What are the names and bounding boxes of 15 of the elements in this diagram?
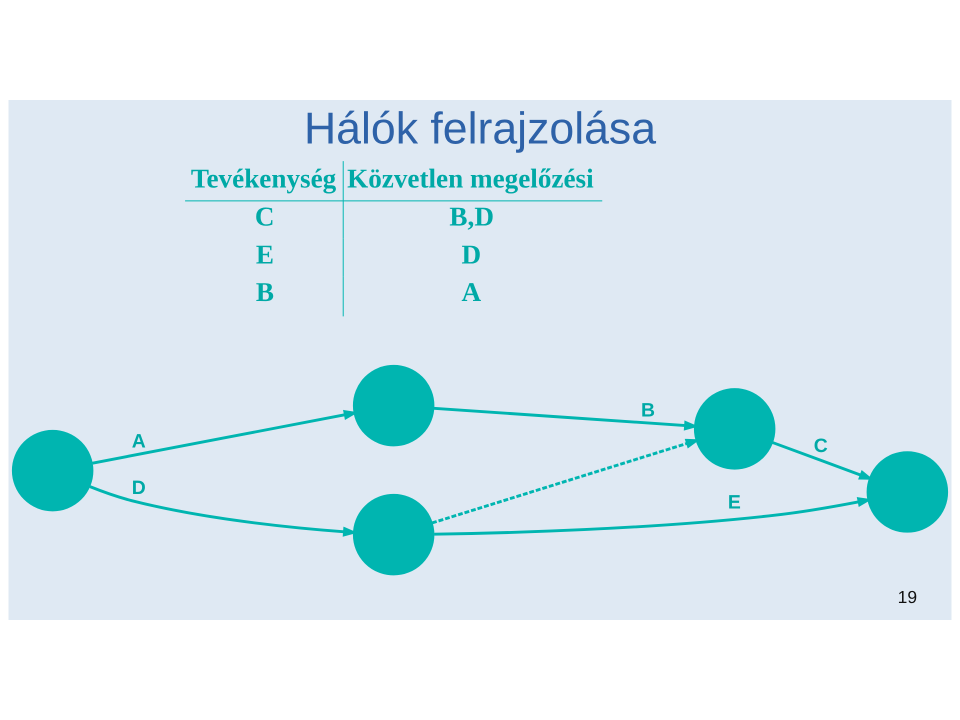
edge-label: E xyxy=(728,491,741,514)
edge-label: C xyxy=(814,435,828,458)
label: B,D xyxy=(449,202,494,232)
diagram-title: Hálók felrajzolása xyxy=(304,104,656,154)
label: Közvetlen megelőzési xyxy=(347,164,594,194)
label: C xyxy=(254,202,275,232)
label: A xyxy=(462,277,482,308)
label: Tevékenység xyxy=(190,164,336,194)
label: E xyxy=(256,239,274,270)
edge-label: A xyxy=(132,430,146,452)
edge-label: D xyxy=(132,476,146,499)
label: 19 xyxy=(898,586,918,607)
label: D xyxy=(462,239,482,270)
edge-label: B xyxy=(641,399,656,422)
label: B xyxy=(256,277,274,308)
